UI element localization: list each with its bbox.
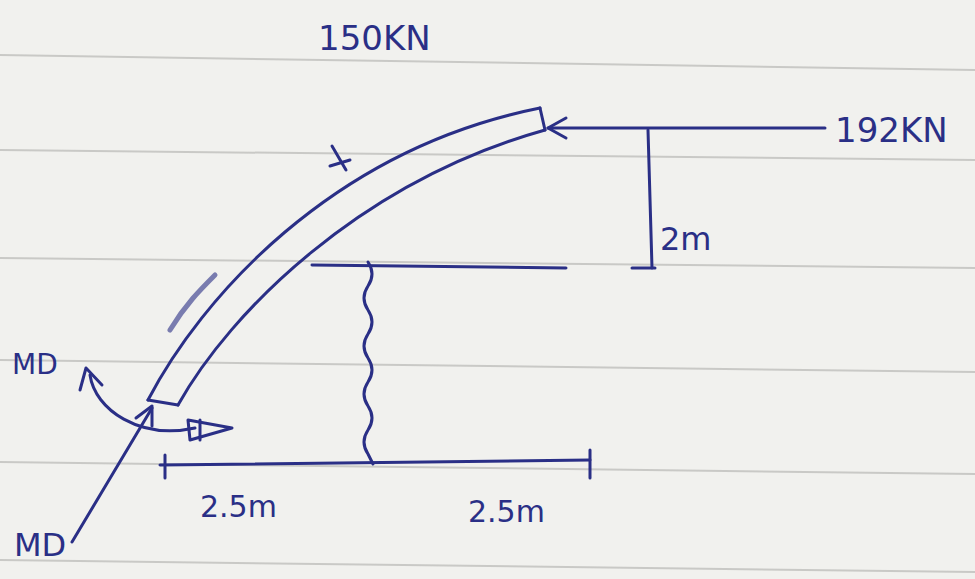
dimension-label: 2.5m: [200, 490, 277, 523]
dimension-label: 2.5m: [468, 495, 545, 528]
force-label: 150KN: [318, 20, 431, 57]
moment-label: MD: [12, 350, 58, 381]
moment-label: MD: [14, 528, 66, 563]
dimension-label: 2m: [660, 222, 712, 257]
force-label: 192KN: [835, 112, 948, 149]
